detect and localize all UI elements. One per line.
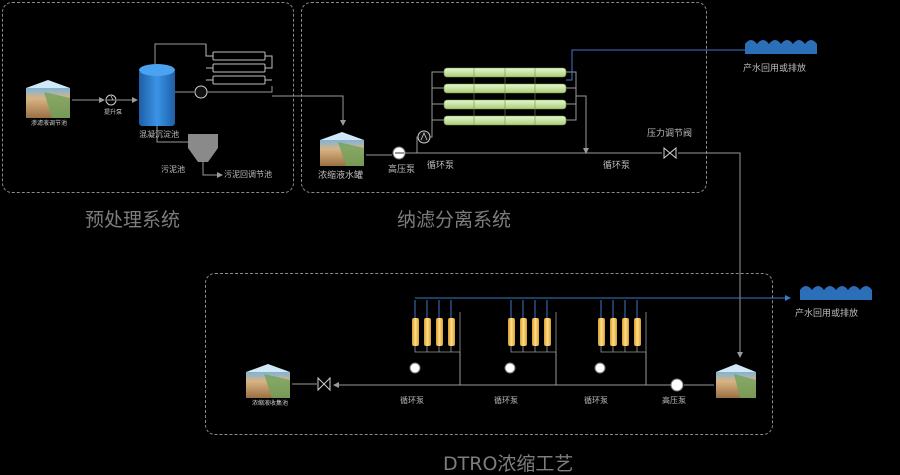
nf-feed-tank-icon [320, 132, 364, 166]
product-top-label: 产水回用或排放 [743, 64, 807, 74]
pressure-valve-label: 压力调节阀 [647, 129, 693, 139]
tank-label: 混凝沉淀池 [139, 130, 179, 139]
nf-membrane-stack-icon [443, 67, 567, 126]
dtro-circ2-label: 循环泵 [494, 396, 518, 405]
nf-circulation-pump-icon [417, 130, 431, 144]
nf-circ-pump-label: 循环泵 [427, 161, 455, 171]
nf-circ-pump2-label: 循环泵 [603, 161, 631, 171]
raw-pool-label: 渗滤液调节池 [31, 120, 68, 127]
heat-exchanger-icon [205, 44, 273, 85]
dtro-discharge-valve-icon [317, 376, 331, 392]
sludge-tank-icon [188, 134, 218, 162]
nanofiltration-title: 纳滤分离系统 [397, 209, 512, 231]
nf-tank-label: 浓缩液水罐 [318, 171, 364, 181]
nf-hp-pump-label: 高压泵 [388, 165, 416, 175]
pretreatment-title: 预处理系统 [85, 209, 181, 231]
transfer-pump-icon [194, 85, 208, 99]
concentrate-pool-label: 浓缩液收集池 [252, 400, 289, 407]
sludge-dest-label: 污泥回调节池 [224, 170, 272, 179]
lift-pump-label: 提升泵 [104, 109, 123, 116]
lift-pump-icon [105, 94, 117, 106]
sludge-tank-label: 污泥池 [161, 165, 185, 174]
dtro-circulation-pump-2-icon [504, 362, 516, 374]
dtro-circulation-pump-3-icon [594, 362, 606, 374]
dtro-module-group-2-icon [508, 300, 557, 353]
coagulation-tank-icon [139, 64, 175, 126]
nanofiltration-box [301, 2, 707, 193]
dtro-module-group-1-icon [412, 300, 461, 353]
dtro-box [205, 273, 773, 435]
dtro-feed-tank-icon [716, 364, 756, 398]
dtro-module-group-3-icon [598, 300, 647, 353]
raw-leachate-pool-icon [26, 80, 70, 118]
pressure-control-valve-icon [663, 146, 677, 160]
dtro-title: DTRO浓缩工艺 [443, 453, 574, 475]
product-water-bottom-icon [800, 286, 872, 300]
pretreatment-box [2, 2, 294, 193]
nf-high-pressure-pump-icon [392, 146, 406, 160]
dtro-circ1-label: 循环泵 [400, 396, 424, 405]
dtro-hp-pump-label: 高压泵 [662, 396, 686, 405]
dtro-high-pressure-pump-icon [670, 378, 684, 392]
product-bottom-label: 产水回用或排放 [795, 309, 859, 319]
dtro-circulation-pump-1-icon [409, 362, 421, 374]
concentrate-pool-icon [246, 364, 290, 398]
dtro-circ3-label: 循环泵 [584, 396, 608, 405]
product-water-top-icon [745, 40, 817, 54]
